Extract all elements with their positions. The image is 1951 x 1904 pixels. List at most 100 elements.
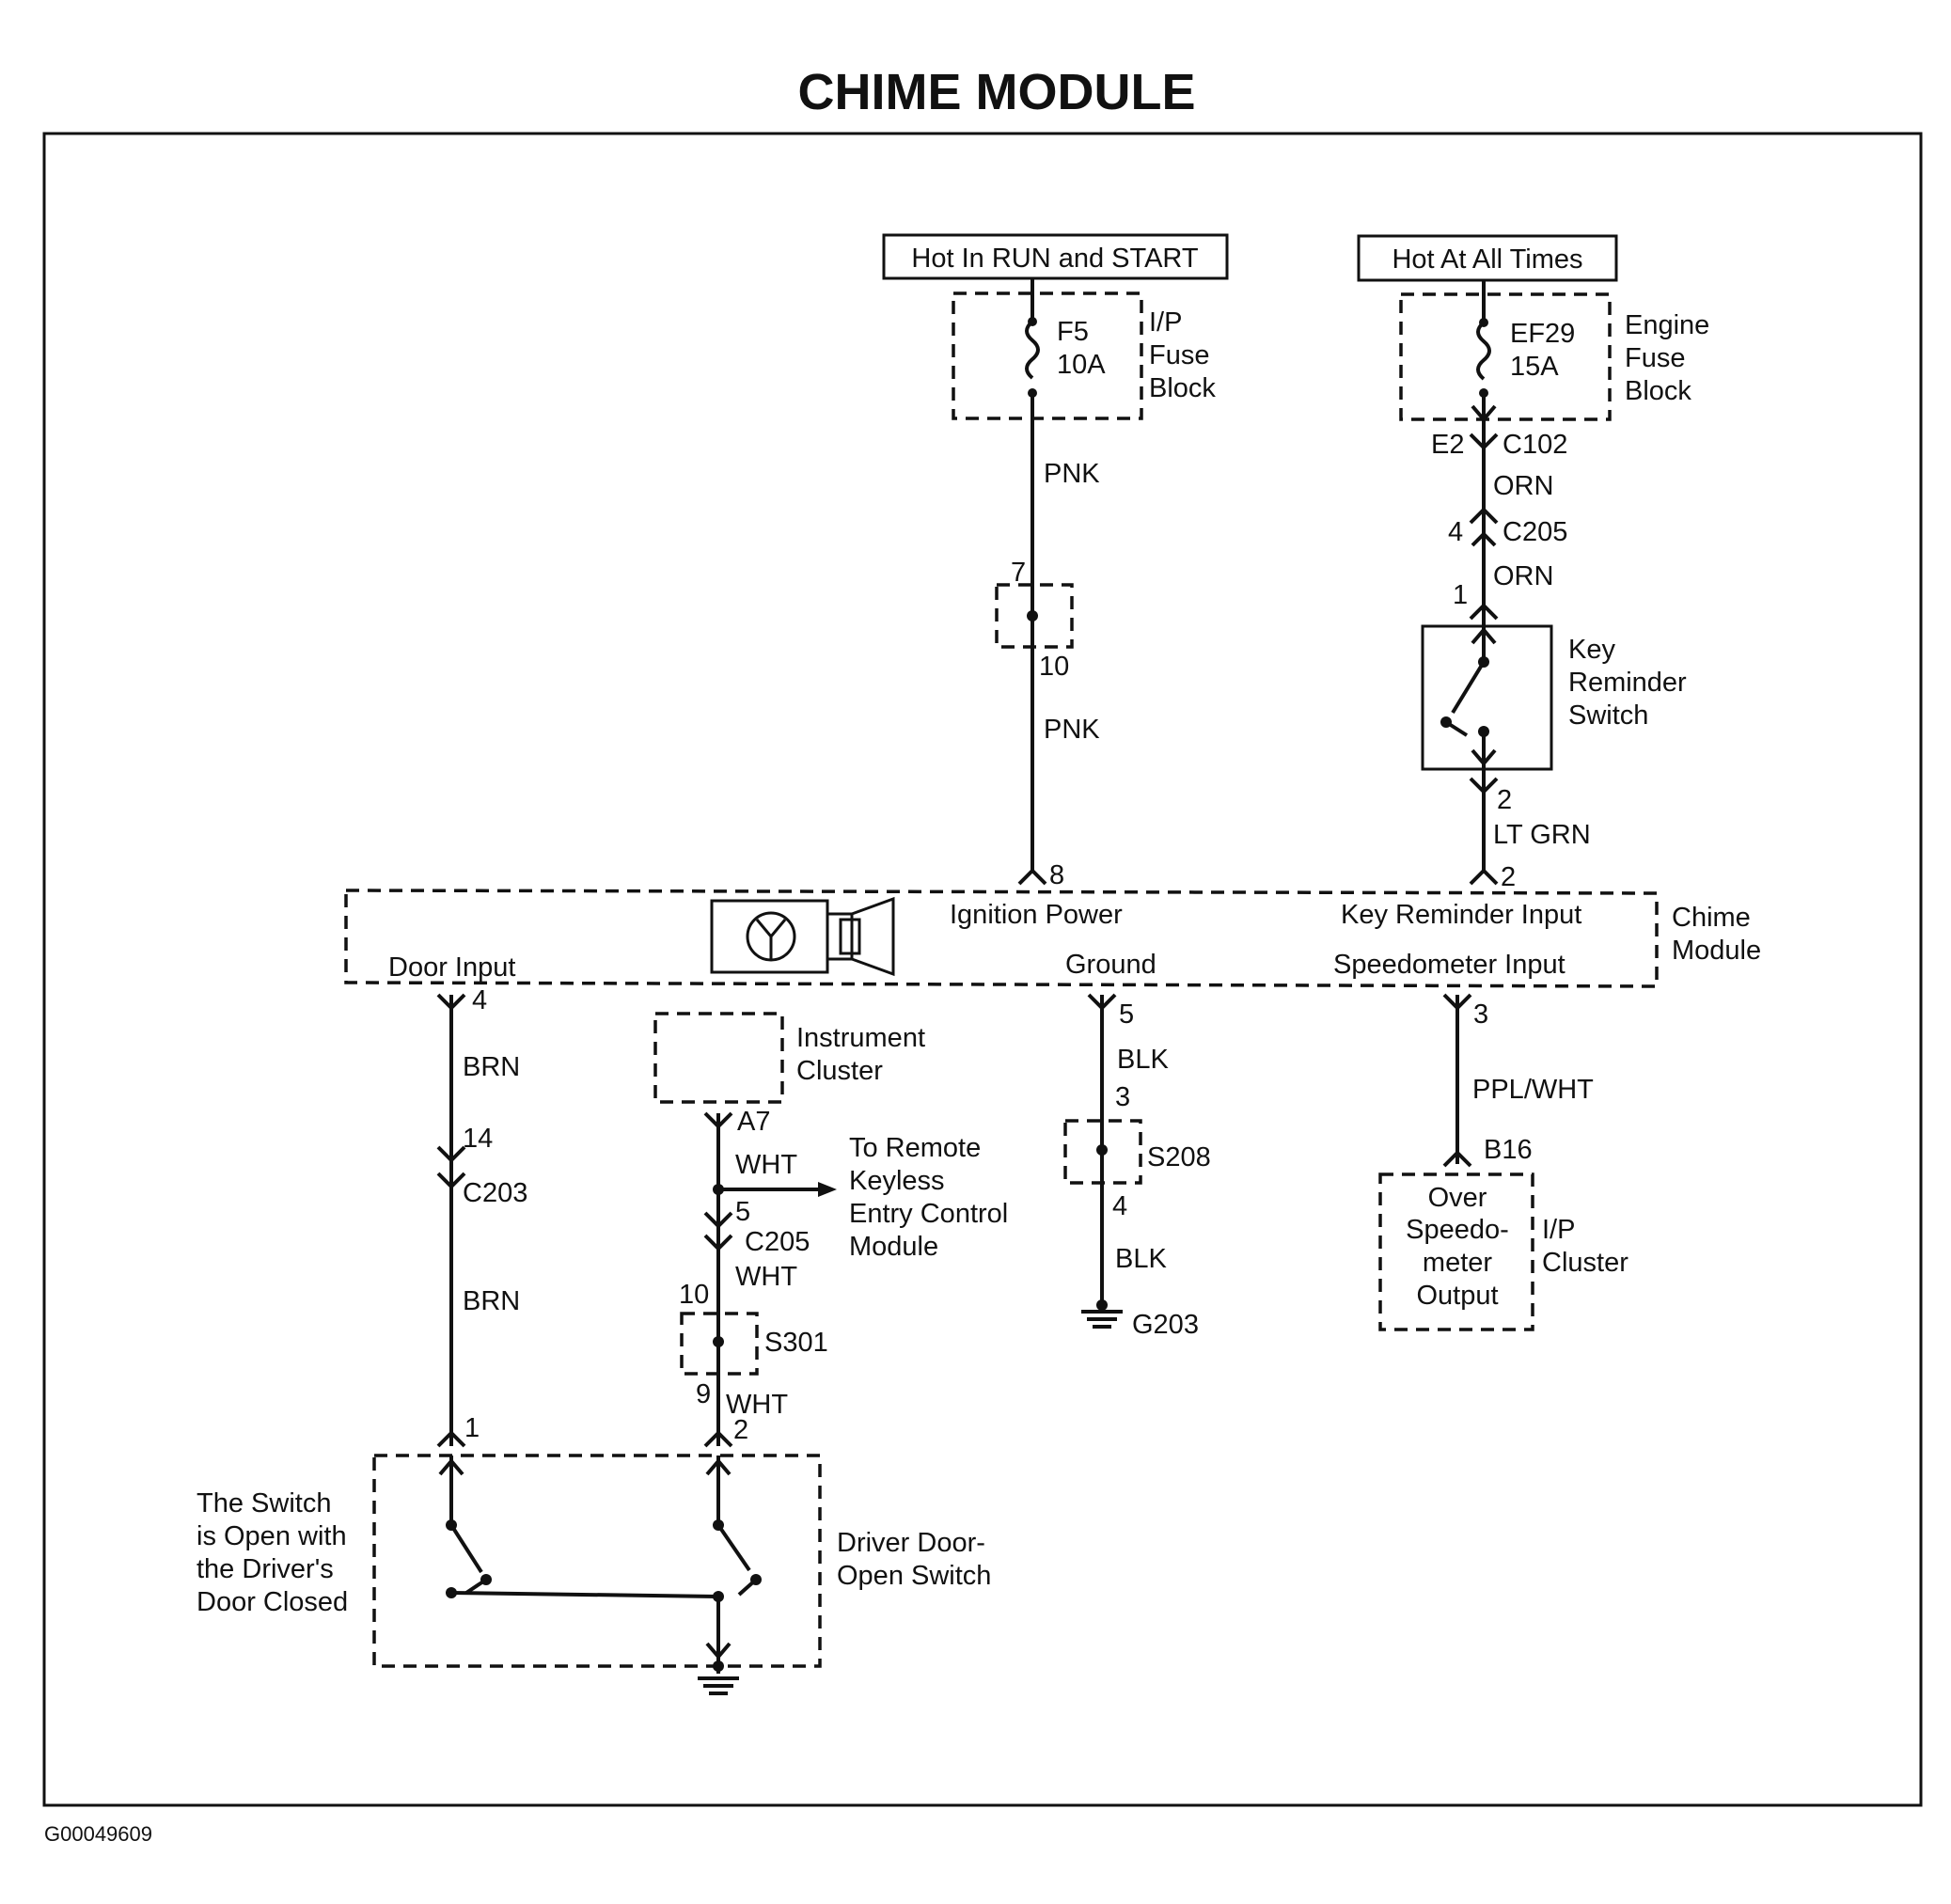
svg-text:is Open with: is Open with — [197, 1521, 347, 1551]
svg-text:Hot In RUN and START: Hot In RUN and START — [911, 244, 1198, 274]
svg-text:C102: C102 — [1503, 430, 1567, 460]
inline-connector — [995, 583, 1074, 649]
switch-blade-icon — [1451, 660, 1486, 715]
svg-text:Block: Block — [1149, 373, 1216, 403]
svg-text:1: 1 — [464, 1413, 480, 1443]
svg-text:I/P: I/P — [1149, 307, 1182, 338]
driver-door-open-switch: Driver Door- Open Switch — [372, 1454, 991, 1695]
svg-text:2: 2 — [1501, 862, 1516, 892]
svg-text:C203: C203 — [463, 1178, 527, 1208]
remote-keyless-entry-label: To Remote Keyless Entry Control Module — [849, 1133, 1008, 1262]
svg-text:10: 10 — [1039, 652, 1069, 682]
svg-text:ORN: ORN — [1493, 471, 1553, 501]
svg-text:ORN: ORN — [1493, 561, 1553, 591]
svg-text:The Switch: The Switch — [197, 1488, 331, 1518]
svg-text:Key: Key — [1568, 635, 1615, 665]
svg-text:Hot At All Times: Hot At All Times — [1392, 244, 1582, 275]
svg-text:Entry Control: Entry Control — [849, 1199, 1008, 1229]
fuse-ef29-rating: 15A — [1510, 352, 1559, 382]
svg-text:E2: E2 — [1431, 430, 1464, 460]
wire-blk: 5 BLK 3 S208 4 BLK G203 — [1063, 993, 1211, 1340]
fuse-icon — [1025, 320, 1040, 380]
power-source-all-times: Hot At All Times — [1357, 234, 1618, 282]
splice-s301 — [680, 1312, 759, 1376]
svg-text:BRN: BRN — [463, 1052, 520, 1082]
ground-icon — [698, 1676, 739, 1695]
splice-s208 — [1063, 1119, 1142, 1185]
svg-text:1: 1 — [1453, 580, 1468, 610]
svg-text:WHT: WHT — [735, 1262, 797, 1292]
svg-text:S301: S301 — [764, 1328, 828, 1358]
arrow-right-icon — [818, 1182, 837, 1197]
svg-text:7: 7 — [1011, 558, 1026, 588]
wire-brn: 4 BRN 14 C203 BRN 1 — [436, 985, 527, 1448]
svg-text:PNK: PNK — [1044, 715, 1100, 745]
svg-text:Reminder: Reminder — [1568, 668, 1687, 698]
instrument-cluster: Instrument Cluster — [653, 1012, 925, 1104]
svg-text:Switch: Switch — [1568, 700, 1648, 731]
ignition-power-label: Ignition Power — [950, 900, 1123, 930]
ground-icon — [1081, 1310, 1123, 1329]
svg-text:14: 14 — [463, 1124, 493, 1154]
svg-text:C205: C205 — [745, 1227, 810, 1257]
svg-text:Speedo-: Speedo- — [1406, 1215, 1509, 1245]
svg-text:Open Switch: Open Switch — [837, 1561, 991, 1591]
chime-speaker-icon — [710, 896, 895, 977]
svg-text:5: 5 — [1119, 999, 1134, 1030]
svg-text:Keyless: Keyless — [849, 1166, 945, 1196]
svg-text:Instrument: Instrument — [796, 1023, 925, 1053]
wire-orn: E2 C102 ORN 4 C205 ORN 1 — [1431, 393, 1567, 621]
fuse-icon — [1476, 321, 1491, 381]
svg-text:9: 9 — [696, 1379, 711, 1409]
door-input-label: Door Input — [388, 952, 515, 983]
svg-text:S208: S208 — [1147, 1142, 1211, 1172]
fuse-f5-name: F5 — [1057, 317, 1089, 347]
engine-fuse-block: EF29 15A Engine Fuse Block — [1399, 280, 1709, 421]
svg-text:3: 3 — [1115, 1082, 1130, 1112]
switch-blade-icon — [716, 1523, 751, 1572]
svg-text:BLK: BLK — [1117, 1045, 1169, 1075]
svg-text:LT GRN: LT GRN — [1493, 820, 1591, 850]
power-source-run-start: Hot In RUN and START — [882, 233, 1229, 280]
svg-text:Door Closed: Door Closed — [197, 1587, 348, 1617]
figure-id: G00049609 — [44, 1822, 152, 1846]
diagram-frame — [42, 132, 1923, 1807]
svg-text:PPL/WHT: PPL/WHT — [1472, 1075, 1594, 1105]
svg-text:2: 2 — [1497, 785, 1512, 815]
speedometer-input-label: Speedometer Input — [1333, 950, 1566, 980]
svg-text:C205: C205 — [1503, 517, 1567, 547]
svg-text:Over: Over — [1428, 1183, 1487, 1213]
wire-pnk: PNK 7 10 PNK 8 — [995, 393, 1100, 890]
ip-cluster-overspeed: Over Speedo- meter Output I/P Cluster — [1378, 1172, 1628, 1331]
svg-text:2: 2 — [733, 1415, 748, 1445]
svg-text:I/P: I/P — [1542, 1215, 1575, 1245]
ground-label: Ground — [1065, 950, 1156, 980]
key-reminder-switch: Key Reminder Switch — [1421, 619, 1687, 771]
svg-text:Fuse: Fuse — [1625, 343, 1685, 373]
svg-text:Output: Output — [1416, 1281, 1498, 1311]
switch-blade-icon — [449, 1523, 483, 1574]
svg-text:4: 4 — [1112, 1191, 1127, 1221]
svg-text:the Driver's: the Driver's — [197, 1554, 334, 1584]
svg-text:BRN: BRN — [463, 1286, 520, 1316]
svg-text:Driver Door-: Driver Door- — [837, 1528, 985, 1558]
svg-text:A7: A7 — [737, 1107, 770, 1137]
wire-lt-grn: 2 LT GRN 2 — [1469, 769, 1591, 892]
svg-text:Chime: Chime — [1672, 903, 1751, 933]
fuse-ef29-name: EF29 — [1510, 319, 1575, 349]
svg-text:To Remote: To Remote — [849, 1133, 981, 1163]
svg-text:3: 3 — [1473, 999, 1488, 1030]
svg-text:Block: Block — [1625, 376, 1691, 406]
svg-text:PNK: PNK — [1044, 459, 1100, 489]
svg-text:BLK: BLK — [1115, 1244, 1167, 1274]
page-title: CHIME MODULE — [798, 64, 1196, 120]
svg-text:8: 8 — [1049, 860, 1064, 890]
svg-text:Engine: Engine — [1625, 310, 1709, 340]
svg-text:meter: meter — [1423, 1248, 1492, 1278]
svg-text:WHT: WHT — [735, 1150, 797, 1180]
svg-text:Cluster: Cluster — [796, 1056, 883, 1086]
fuse-f5-rating: 10A — [1057, 350, 1106, 380]
chime-module: Chime Module Ignition Power Key Reminder… — [344, 889, 1761, 988]
wire-ppl-wht: 3 PPL/WHT B16 — [1442, 993, 1594, 1168]
